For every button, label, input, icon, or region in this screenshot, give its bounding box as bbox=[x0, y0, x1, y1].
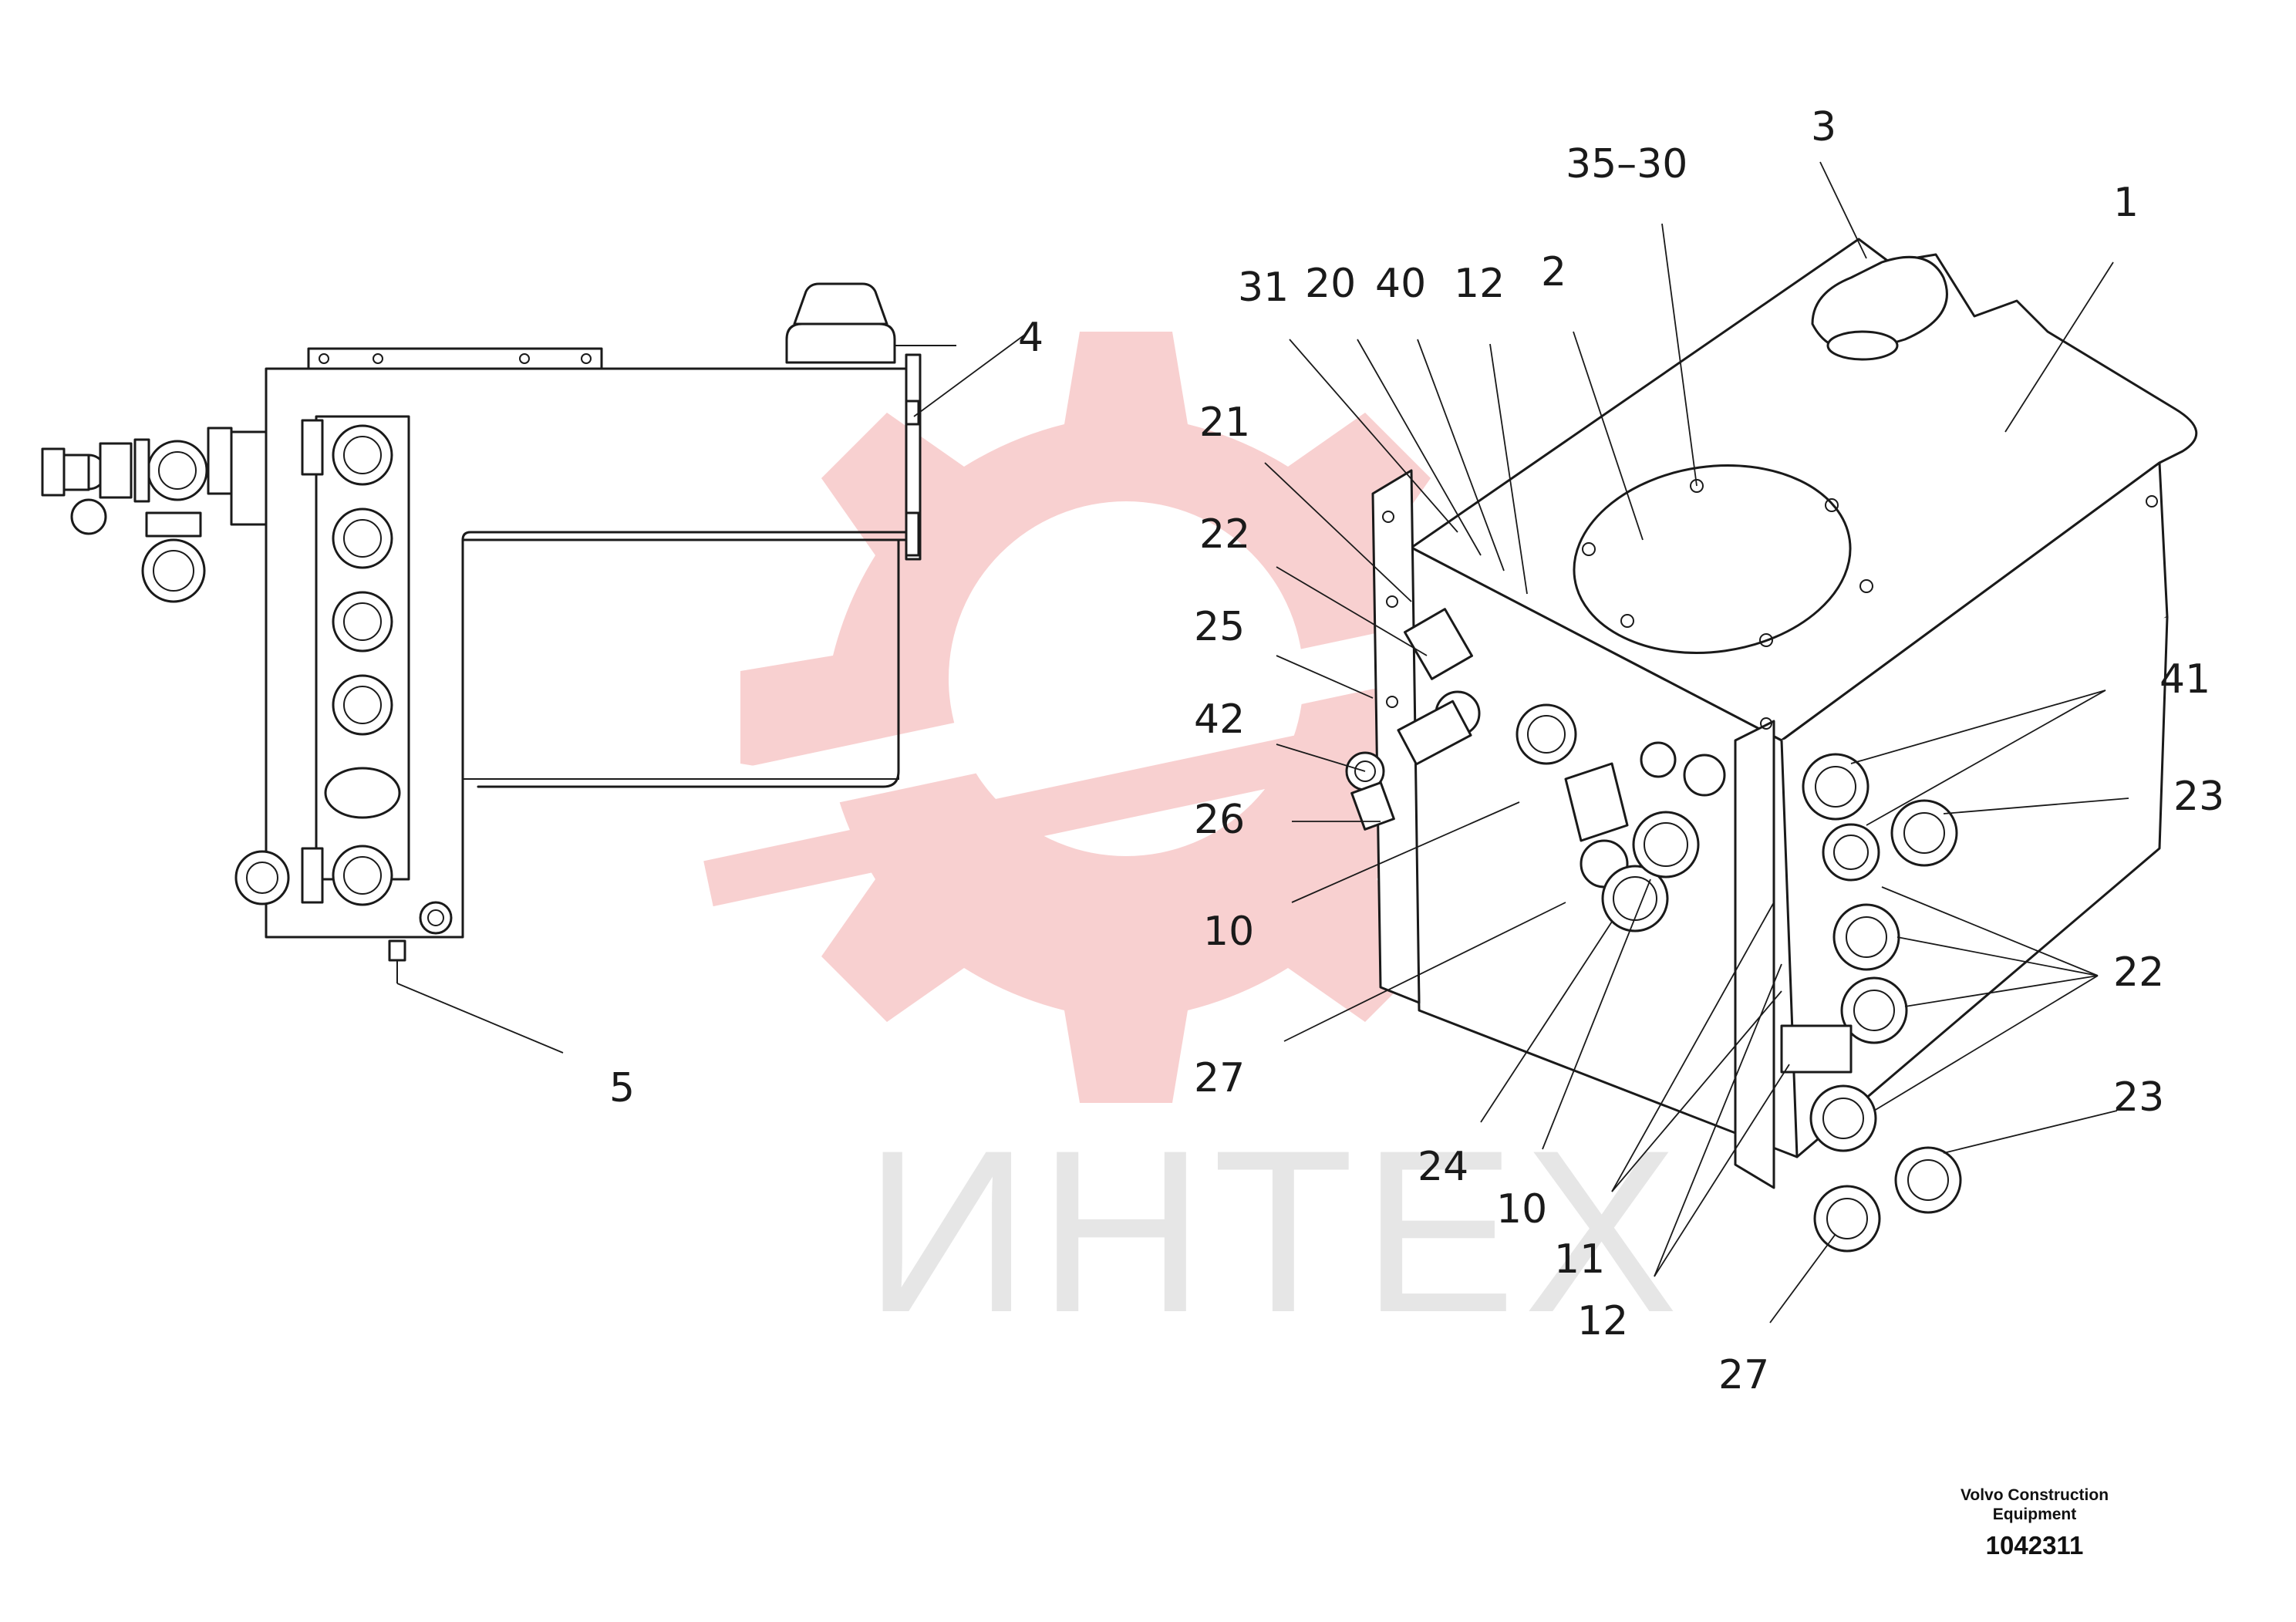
watermark-text: ИНТЕХ bbox=[864, 1101, 1686, 1361]
callout-5: 5 bbox=[609, 1065, 635, 1111]
front-fittings bbox=[1345, 608, 1726, 932]
callout-42: 42 bbox=[1194, 696, 1245, 743]
callout-41: 41 bbox=[2159, 656, 2210, 703]
callout-35-30: 35–30 bbox=[1566, 141, 1687, 187]
callout-21: 21 bbox=[1199, 400, 1250, 446]
company-line-2: Equipment bbox=[1993, 1506, 2077, 1523]
callout-25: 25 bbox=[1194, 604, 1245, 650]
isometric-view bbox=[1345, 238, 2198, 1253]
callout-4: 4 bbox=[1018, 315, 1043, 361]
side-view bbox=[41, 282, 956, 983]
callout-31: 31 bbox=[1238, 265, 1289, 311]
callout-24: 24 bbox=[1418, 1144, 1468, 1190]
callout-40: 40 bbox=[1375, 261, 1426, 307]
callout-26: 26 bbox=[1194, 797, 1245, 843]
side-port-fittings bbox=[1780, 753, 1962, 1253]
watermark-gear-icon bbox=[702, 332, 1581, 1103]
drawing-number: 1042311 bbox=[1986, 1531, 2084, 1560]
callout-22-right: 22 bbox=[2113, 949, 2164, 996]
callout-11: 11 bbox=[1554, 1236, 1605, 1283]
callout-23-bottom: 23 bbox=[2113, 1074, 2164, 1121]
callout-1: 1 bbox=[2113, 180, 2139, 226]
callout-3: 3 bbox=[1811, 104, 1836, 150]
callout-labels: 35–30 3 1 31 20 40 12 2 4 21 22 25 42 26… bbox=[609, 104, 2224, 1398]
callout-23-top: 23 bbox=[2173, 774, 2224, 820]
company-line-1: Volvo Construction bbox=[1961, 1486, 2109, 1504]
title-block: Volvo Construction Equipment 1042311 bbox=[1961, 1486, 2109, 1560]
callout-10-left: 10 bbox=[1203, 909, 1254, 955]
callout-20: 20 bbox=[1305, 261, 1356, 307]
leader-lines bbox=[396, 161, 2129, 1324]
callout-12-bottom: 12 bbox=[1577, 1298, 1628, 1344]
callout-10-bottom: 10 bbox=[1496, 1186, 1547, 1233]
callout-27-bottom: 27 bbox=[1718, 1352, 1769, 1398]
callout-27-left: 27 bbox=[1194, 1055, 1245, 1101]
side-flange-ports bbox=[324, 424, 401, 906]
callout-22-left: 22 bbox=[1199, 511, 1250, 558]
callout-12-top: 12 bbox=[1454, 261, 1505, 307]
callout-2: 2 bbox=[1541, 249, 1566, 295]
